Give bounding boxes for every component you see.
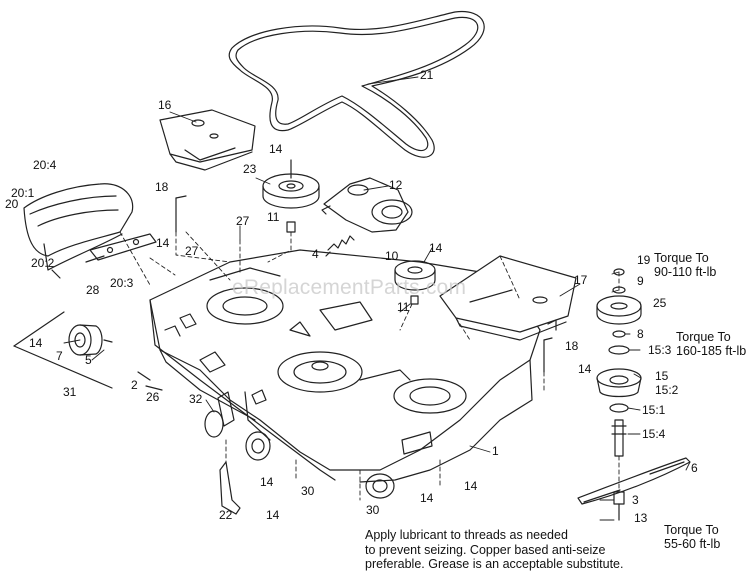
callout-31: 31 <box>63 385 77 399</box>
torque-label: Torque To <box>664 523 719 537</box>
callout-10: 10 <box>385 249 399 263</box>
callout-14: 14 <box>464 479 478 493</box>
callout-14: 14 <box>420 491 434 505</box>
callout-19: 19 <box>637 253 651 267</box>
spindle-pulley-23 <box>262 159 320 233</box>
callout-30: 30 <box>301 484 315 498</box>
callout-23: 23 <box>243 162 257 176</box>
belt-cover-left <box>159 109 256 171</box>
torque-label: Torque To <box>654 251 709 265</box>
torque-label: Torque To <box>676 330 731 344</box>
tension-spring <box>325 235 355 257</box>
callout-15-1: 15:1 <box>642 403 666 417</box>
callout-14: 14 <box>266 508 280 522</box>
lubricant-note: Apply lubricant to threads as needed to … <box>365 528 623 572</box>
callout-14: 14 <box>260 475 274 489</box>
watermark: eReplacementParts.com <box>232 276 467 299</box>
callout-12: 12 <box>389 178 403 192</box>
callout-27: 27 <box>185 244 199 258</box>
callout-2: 2 <box>131 378 138 392</box>
note-line: to prevent seizing. Copper based anti-se… <box>365 542 606 557</box>
drive-belt <box>228 10 485 158</box>
callout-8: 8 <box>637 327 644 341</box>
torque-value: 90-110 ft-lb <box>654 265 717 279</box>
callout-14: 14 <box>29 336 43 350</box>
anti-scalp-wheel-kit <box>13 311 163 391</box>
callout-15-4: 15:4 <box>642 427 666 441</box>
idler-arm-assembly <box>321 177 413 233</box>
callout-14: 14 <box>578 362 592 376</box>
mower-deck <box>149 249 541 515</box>
callout-3: 3 <box>632 493 639 507</box>
callout-18: 18 <box>155 180 169 194</box>
callout-18: 18 <box>565 339 579 353</box>
callout-9: 9 <box>637 274 644 288</box>
callout-21: 21 <box>420 68 434 82</box>
callout-14: 14 <box>429 241 443 255</box>
callout-30: 30 <box>366 503 380 517</box>
callout-20-1: 20:1 <box>11 186 35 200</box>
callout-28: 28 <box>86 283 100 297</box>
note-line: Apply lubricant to threads as needed <box>365 528 568 542</box>
torque-value: 160-185 ft-lb <box>676 344 747 358</box>
callout-27: 27 <box>236 214 250 228</box>
idler-pulley-10 <box>394 260 436 305</box>
callout-17: 17 <box>574 273 588 287</box>
callout-14: 14 <box>156 236 170 250</box>
callout-1: 1 <box>492 444 499 458</box>
callout-6: 6 <box>691 461 698 475</box>
callout-22: 22 <box>219 508 233 522</box>
callout-20-4: 20:4 <box>33 158 57 172</box>
callout-4: 4 <box>312 247 319 261</box>
callout-15: 15 <box>655 369 669 383</box>
callout-20-3: 20:3 <box>110 276 134 290</box>
callout-11: 11 <box>267 210 280 224</box>
cover-rod <box>175 195 553 373</box>
chute-hinge-bracket <box>85 233 157 263</box>
callout-32: 32 <box>189 392 203 406</box>
belt-cover-right <box>439 255 577 341</box>
callout-15-3: 15:3 <box>648 343 672 357</box>
callout-11: 11 <box>397 300 410 314</box>
torque-value: 55-60 ft-lb <box>664 537 721 551</box>
callout-26: 26 <box>146 390 160 404</box>
callout-20-2: 20:2 <box>31 256 55 270</box>
torque-note-15-3: Torque To 160-185 ft-lb <box>676 330 746 358</box>
callout-20: 20 <box>5 197 19 211</box>
note-line: preferable. Grease is an acceptable subs… <box>365 557 624 571</box>
callout-15-2: 15:2 <box>655 383 679 397</box>
discharge-chute <box>23 183 134 279</box>
callout-16: 16 <box>158 98 172 112</box>
callout-14: 14 <box>269 142 283 156</box>
callout-5: 5 <box>85 353 92 367</box>
callout-25: 25 <box>653 296 667 310</box>
torque-note-13: Torque To 55-60 ft-lb <box>664 523 720 551</box>
torque-note-19: Torque To 90-110 ft-lb <box>654 251 716 279</box>
callout-13: 13 <box>634 511 648 525</box>
callout-7: 7 <box>56 349 63 363</box>
